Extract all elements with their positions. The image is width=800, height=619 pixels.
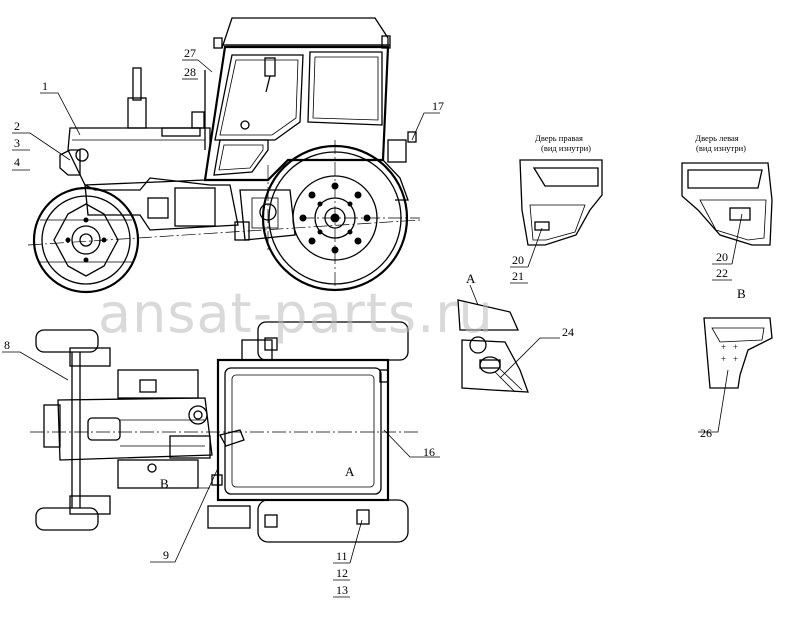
callout-20-right-door: 20: [512, 253, 524, 267]
tractor-side-view: [27, 17, 421, 294]
callout-13: 13: [336, 583, 348, 597]
view-label-a-top: А: [345, 464, 355, 479]
door-left-inside-view: Дверь левая (вид изнутри): [681, 133, 773, 246]
callout-4: 4: [14, 155, 20, 169]
svg-text:+: +: [733, 354, 738, 364]
view-label-b-detail: В: [737, 286, 746, 301]
callout-1: 1: [42, 79, 48, 93]
door-right-caption-2: (вид изнутри): [541, 143, 591, 153]
tractor-top-view: [30, 321, 420, 543]
callout-3: 3: [14, 136, 20, 150]
callout-16: 16: [423, 445, 435, 459]
watermark-text: ansat-parts.ru: [98, 282, 494, 345]
view-label-a-detail: А: [466, 271, 476, 286]
callout-2: 2: [14, 119, 20, 133]
callout-11: 11: [336, 549, 348, 563]
door-left-caption-2: (вид изнутри): [696, 143, 746, 153]
detail-view-b: + + + +: [703, 317, 773, 389]
callout-numbers: 1 2 3 4 8 9 11 12 13 16 17 20 21 20 22 2…: [4, 46, 728, 597]
door-right-caption-1: Дверь правая: [535, 133, 583, 143]
callout-27: 27: [184, 46, 196, 60]
rear-wheel: [261, 144, 409, 292]
callout-20-left-door: 20: [716, 250, 728, 264]
svg-text:+: +: [733, 342, 738, 352]
svg-text:+: +: [721, 342, 726, 352]
callout-8: 8: [4, 338, 10, 352]
svg-text:+: +: [721, 354, 726, 364]
front-wheel: [32, 186, 140, 294]
view-letters: А В А В: [160, 271, 746, 491]
view-label-b-top: В: [160, 476, 169, 491]
callout-24: 24: [562, 325, 574, 339]
callout-12: 12: [336, 566, 348, 580]
callout-22: 22: [716, 266, 728, 280]
callout-21: 21: [512, 269, 524, 283]
door-left-caption-1: Дверь левая: [695, 133, 738, 143]
detail-view-a: [457, 299, 529, 393]
callout-17: 17: [432, 99, 444, 113]
callout-9: 9: [163, 548, 169, 562]
door-right-inside-view: Дверь правая (вид изнутри): [519, 133, 603, 246]
callout-26: 26: [700, 426, 712, 440]
callout-28: 28: [184, 65, 196, 79]
leader-lines: [2, 59, 743, 598]
